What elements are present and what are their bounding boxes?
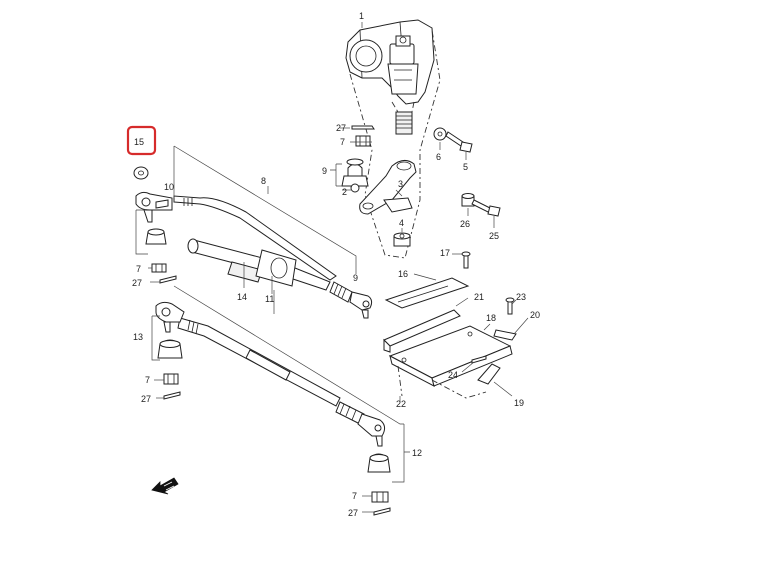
callout-1: 1 bbox=[359, 11, 364, 21]
bolt-17 bbox=[461, 251, 471, 269]
callout-10: 10 bbox=[164, 182, 174, 192]
callout-labels: 1 2 3 4 5 6 7 7 7 7 8 9 9 10 11 12 13 14… bbox=[132, 11, 540, 518]
tie-rod-end-right-lower bbox=[357, 413, 386, 447]
pitman-nut bbox=[393, 232, 411, 247]
ball-joint-upper bbox=[341, 158, 369, 193]
callout-25: 25 bbox=[489, 231, 499, 241]
callout-9-lower: 9 bbox=[353, 273, 358, 283]
steering-damper bbox=[187, 238, 331, 291]
mount-line-22 bbox=[397, 365, 403, 397]
tie-rod-end-left-upper bbox=[135, 191, 173, 223]
callout-24: 24 bbox=[448, 370, 458, 380]
callout-11: 11 bbox=[265, 294, 274, 304]
callout-18: 18 bbox=[486, 313, 496, 323]
callout-15: 15 bbox=[134, 137, 144, 147]
callout-7-right-lower: 7 bbox=[352, 491, 357, 501]
callout-19: 19 bbox=[514, 398, 524, 408]
callout-16: 16 bbox=[398, 269, 408, 279]
guard-plate-16 bbox=[384, 277, 470, 309]
washer-15 bbox=[133, 166, 149, 180]
callout-13: 13 bbox=[133, 332, 143, 342]
cotter-pin-upper bbox=[351, 125, 375, 130]
bracket-21 bbox=[383, 309, 461, 353]
castle-nut-left-lower bbox=[163, 373, 179, 385]
callout-5: 5 bbox=[463, 162, 468, 172]
front-arrow-icon bbox=[151, 477, 179, 495]
tie-rod bbox=[177, 317, 341, 407]
bracket-19 bbox=[477, 363, 501, 385]
callout-12: 12 bbox=[412, 448, 422, 458]
castle-nut-left-upper bbox=[151, 263, 167, 273]
bolt-24 bbox=[471, 355, 487, 364]
steering-gear-box bbox=[345, 19, 435, 135]
ball-joint-left-upper bbox=[145, 228, 167, 245]
bolt-25 bbox=[471, 199, 501, 217]
callout-27-left-upper: 27 bbox=[132, 278, 142, 288]
callout-23: 23 bbox=[516, 292, 526, 302]
callout-6: 6 bbox=[436, 152, 441, 162]
bolt-23 bbox=[505, 297, 515, 315]
callout-20: 20 bbox=[530, 310, 540, 320]
skid-plate-18 bbox=[388, 325, 513, 387]
clip-20 bbox=[493, 329, 517, 341]
cotter-pin-left-upper bbox=[159, 275, 177, 284]
callout-26: 26 bbox=[460, 219, 470, 229]
callout-8: 8 bbox=[261, 176, 266, 186]
tie-rod-end-right-upper bbox=[349, 291, 373, 319]
callout-7-left-upper: 7 bbox=[136, 264, 141, 274]
location-outline-gearbox bbox=[349, 29, 441, 259]
cotter-pin-left-lower bbox=[163, 391, 181, 400]
ball-joint-right-lower bbox=[367, 453, 391, 473]
callout-22: 22 bbox=[396, 399, 406, 409]
callout-4: 4 bbox=[399, 218, 404, 228]
castle-nut-right-lower bbox=[371, 491, 389, 503]
callout-7-upper: 7 bbox=[340, 137, 345, 147]
mount-line-19 bbox=[431, 379, 487, 399]
callout-14: 14 bbox=[237, 292, 247, 302]
callout-21: 21 bbox=[474, 292, 484, 302]
callout-27-right-lower: 27 bbox=[348, 508, 358, 518]
pitman-arm bbox=[359, 160, 417, 215]
nut-26 bbox=[461, 193, 475, 207]
callout-7-left-lower: 7 bbox=[145, 375, 150, 385]
callout-17: 17 bbox=[440, 248, 450, 258]
drag-link-boot-right bbox=[329, 281, 353, 303]
callout-9-upper: 9 bbox=[322, 166, 327, 176]
leader-lines bbox=[135, 22, 529, 513]
castle-nut-upper bbox=[355, 135, 371, 147]
callout-2: 2 bbox=[342, 187, 347, 197]
ball-joint-left-lower bbox=[157, 339, 183, 359]
drag-link bbox=[173, 195, 337, 281]
tie-rod-end-left-lower bbox=[155, 301, 185, 333]
cotter-pin-right-lower bbox=[373, 507, 391, 516]
bolt-5 bbox=[445, 131, 473, 153]
callout-3: 3 bbox=[398, 179, 403, 189]
callout-27-upper: 27 bbox=[336, 123, 346, 133]
washer-6 bbox=[433, 127, 447, 141]
callout-27-left-lower: 27 bbox=[141, 394, 151, 404]
highlight-box-15 bbox=[126, 125, 157, 156]
